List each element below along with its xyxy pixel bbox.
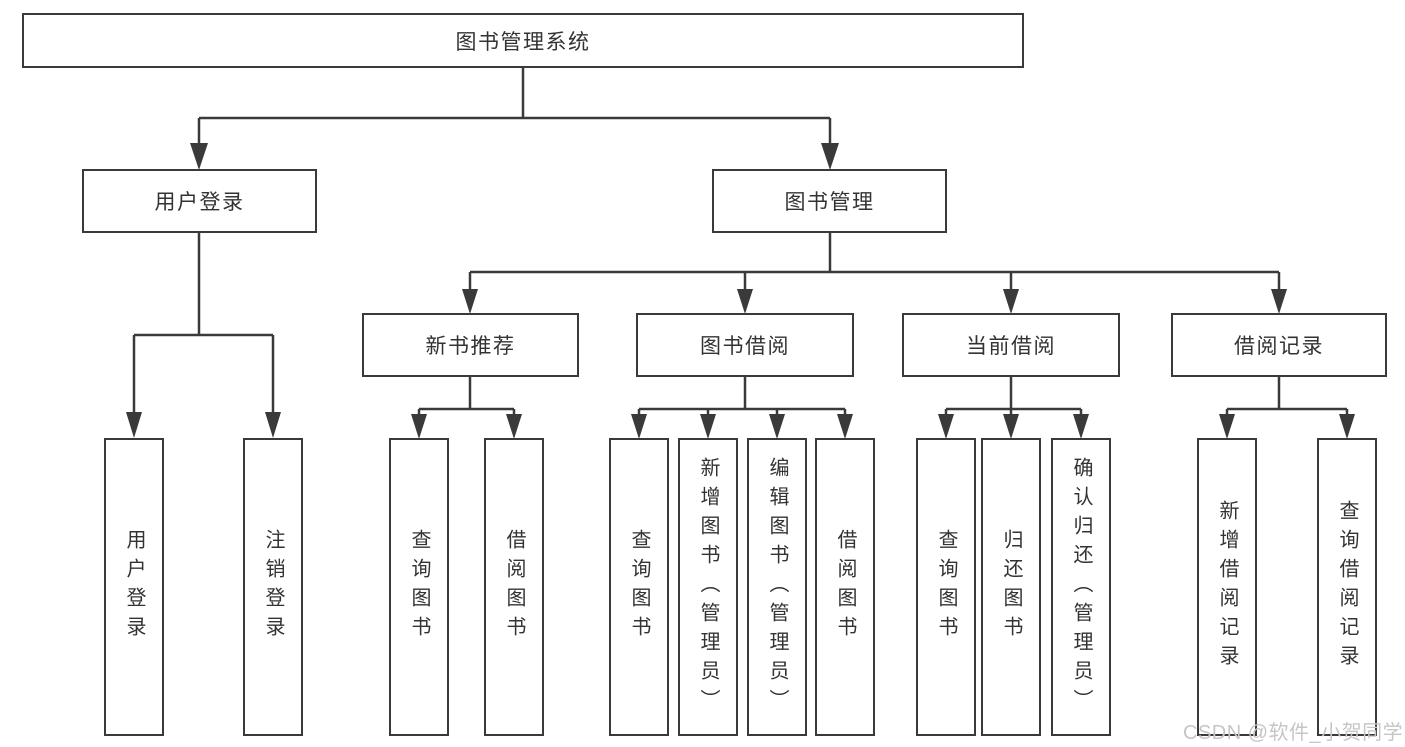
- leaf-add-books-admin-label: 新增图书（管理员）: [697, 456, 719, 718]
- node-book-management: 图书管理: [712, 169, 947, 233]
- node-book-management-label: 图书管理: [784, 191, 875, 214]
- node-root-label: 图书管理系统: [455, 30, 591, 54]
- node-user-login: 用户登录: [82, 169, 317, 233]
- leaf-query-borrow-record: 查询借阅记录: [1317, 438, 1377, 736]
- leaf-add-books-admin: 新增图书（管理员）: [678, 438, 738, 736]
- leaf-query-books-borrow-label: 查询图书: [628, 529, 650, 645]
- leaf-borrow-books-label: 借阅图书: [834, 529, 856, 645]
- leaf-user-login-label: 用户登录: [123, 529, 145, 645]
- leaf-query-books-current-label: 查询图书: [935, 529, 957, 645]
- leaf-borrow-books-recommend: 借阅图书: [484, 438, 544, 736]
- leaf-add-borrow-record: 新增借阅记录: [1197, 438, 1257, 736]
- leaf-query-books-borrow: 查询图书: [609, 438, 669, 736]
- arrowheads: [126, 143, 1355, 439]
- leaf-edit-books-admin: 编辑图书（管理员）: [747, 438, 807, 736]
- node-book-borrow: 图书借阅: [636, 313, 854, 377]
- node-book-borrow-label: 图书借阅: [700, 335, 790, 358]
- node-borrow-records: 借阅记录: [1171, 313, 1387, 377]
- node-new-book-recommend: 新书推荐: [362, 313, 579, 377]
- csdn-watermark: CSDN @软件_小贺同学: [1183, 722, 1404, 744]
- leaf-query-books-recommend-label: 查询图书: [408, 529, 430, 645]
- leaf-query-borrow-record-label: 查询借阅记录: [1336, 500, 1358, 674]
- leaf-confirm-return-admin-label: 确认归还（管理员）: [1070, 456, 1092, 718]
- leaf-logout-label: 注销登录: [262, 529, 284, 645]
- leaf-user-login: 用户登录: [104, 438, 164, 736]
- node-user-login-label: 用户登录: [154, 191, 245, 214]
- leaf-logout: 注销登录: [243, 438, 303, 736]
- leaf-add-borrow-record-label: 新增借阅记录: [1216, 500, 1238, 674]
- leaf-borrow-books: 借阅图书: [815, 438, 875, 736]
- node-current-borrow-label: 当前借阅: [966, 335, 1056, 358]
- node-current-borrow: 当前借阅: [902, 313, 1120, 377]
- leaf-query-books-current: 查询图书: [916, 438, 976, 736]
- connector-paths: [132, 68, 1349, 418]
- leaf-return-books-label: 归还图书: [1000, 529, 1022, 645]
- leaf-query-books-recommend: 查询图书: [389, 438, 449, 736]
- node-root: 图书管理系统: [22, 13, 1024, 68]
- leaf-borrow-books-recommend-label: 借阅图书: [503, 529, 525, 645]
- leaf-confirm-return-admin: 确认归还（管理员）: [1051, 438, 1111, 736]
- leaf-return-books: 归还图书: [981, 438, 1041, 736]
- node-new-book-recommend-label: 新书推荐: [425, 335, 516, 358]
- leaf-edit-books-admin-label: 编辑图书（管理员）: [766, 456, 788, 718]
- node-borrow-records-label: 借阅记录: [1234, 335, 1324, 358]
